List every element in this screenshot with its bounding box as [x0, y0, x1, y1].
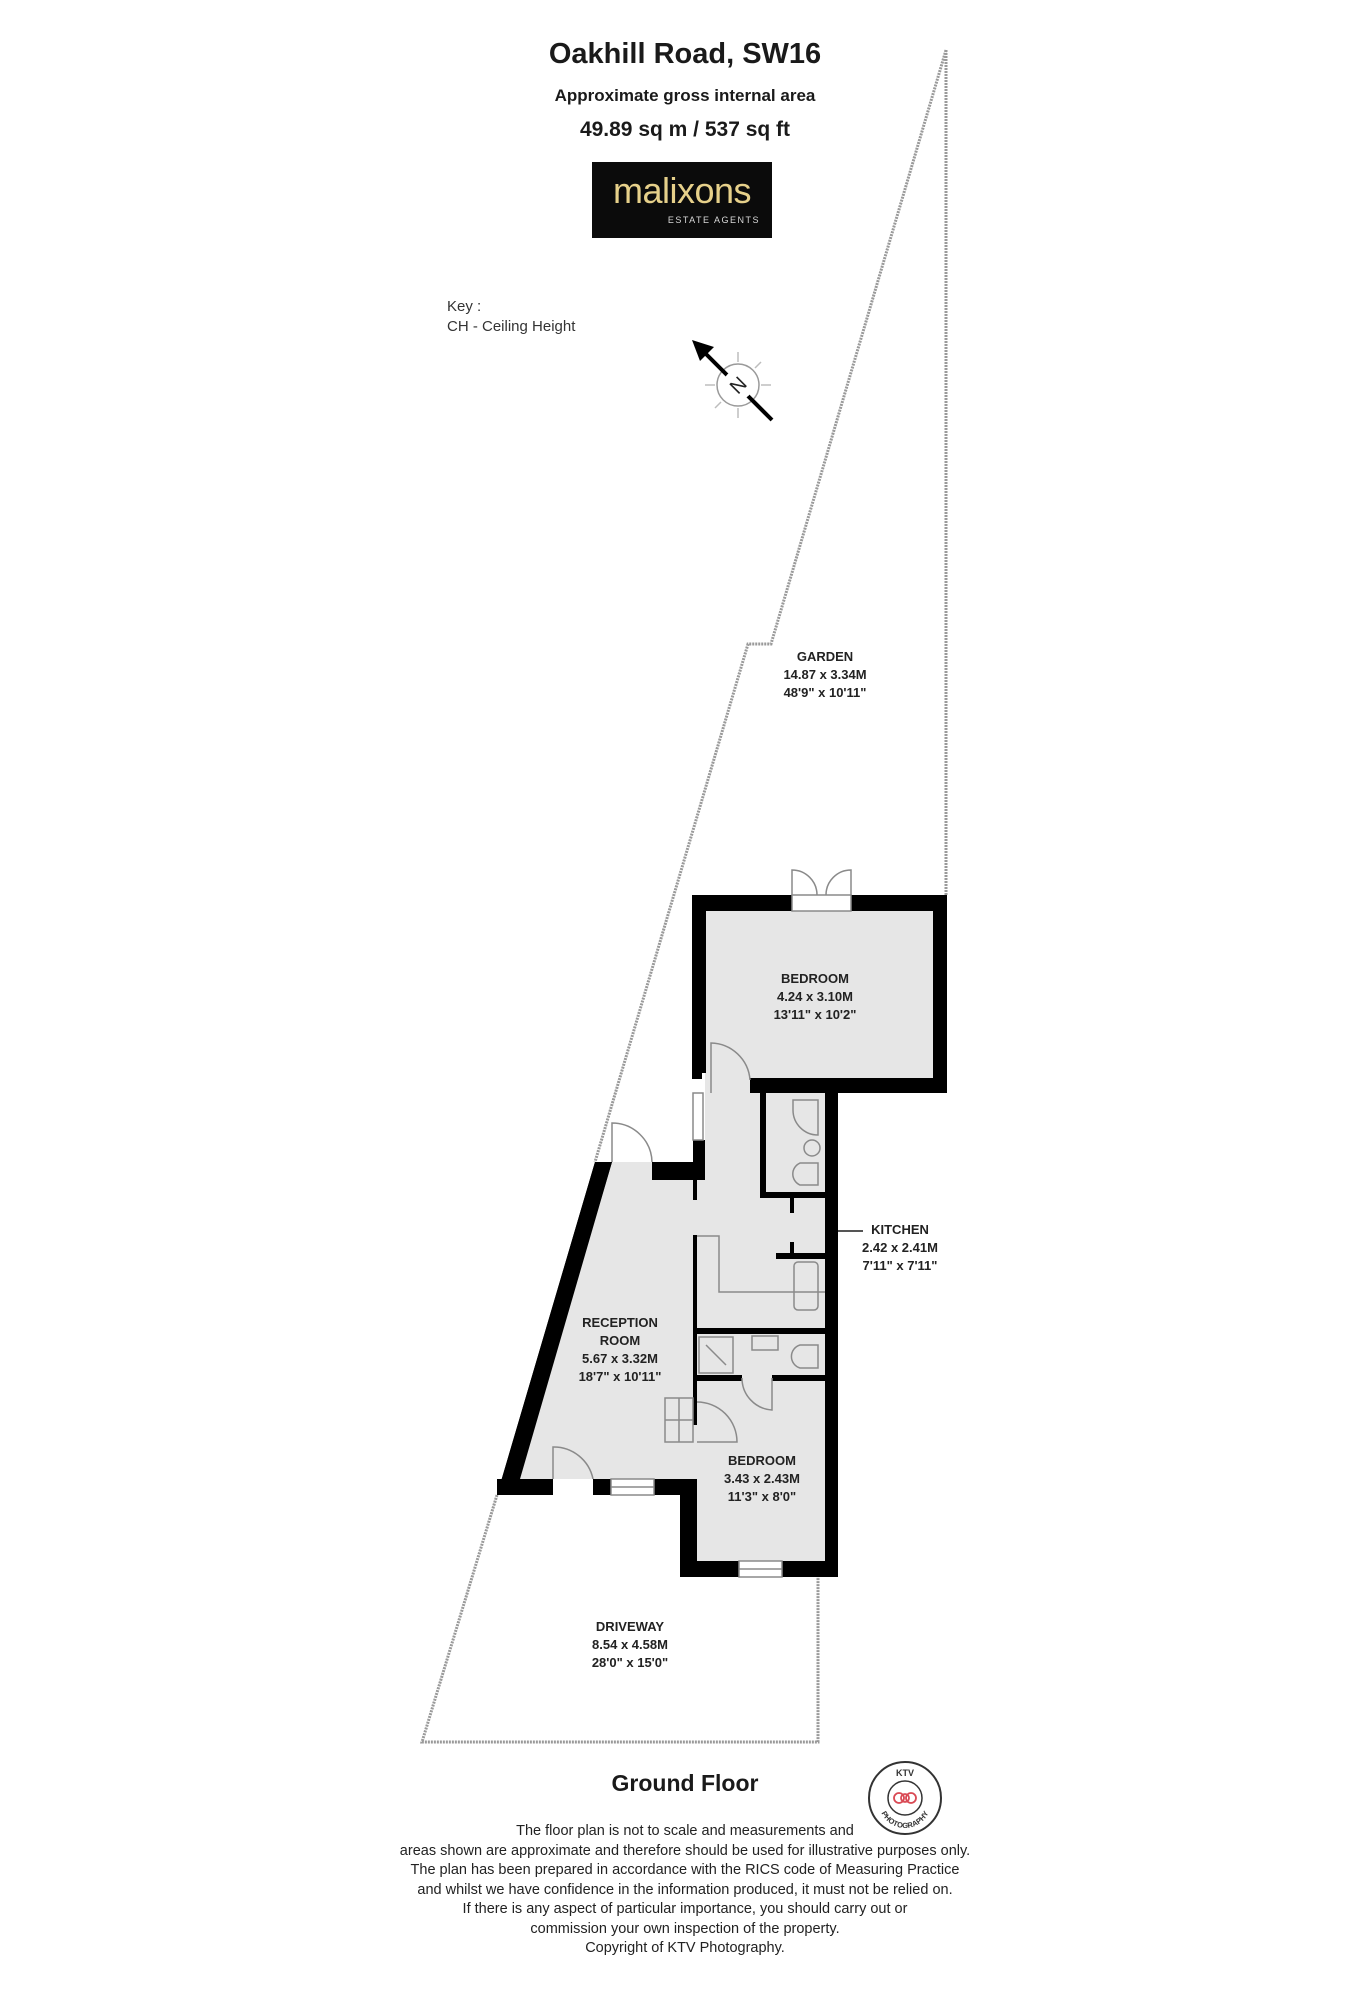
stamp-top-text: KTV [896, 1768, 914, 1778]
gross-area-value: 49.89 sq m / 537 sq ft [579, 118, 791, 141]
room-size-metric: 3.43 x 2.43M [724, 1471, 800, 1486]
room-size-metric: 8.54 x 4.58M [592, 1637, 668, 1652]
room-size-imperial: 7'11" x 7'11" [862, 1258, 938, 1273]
room-name: BEDROOM [781, 971, 849, 986]
room-size-imperial: 18'7" x 10'11" [578, 1369, 662, 1384]
agent-logo: malixons ESTATE AGENTS [592, 162, 772, 238]
kitchen-leader-line [838, 1230, 863, 1232]
logo-tagline: ESTATE AGENTS [667, 215, 760, 225]
north-arrow-icon: N [692, 340, 774, 422]
room-name: DRIVEWAY [595, 1619, 665, 1634]
room-label-bedroom-lower: BEDROOM 3.43 x 2.43M 11'3" x 8'0" [697, 1452, 827, 1506]
key-item: CH - Ceiling Height [447, 318, 576, 335]
room-name: GARDEN [796, 649, 854, 664]
plan-title: Oakhill Road, SW16 [548, 38, 822, 70]
room-size-metric: 14.87 x 3.34M [783, 667, 867, 682]
room-label-garden: GARDEN 14.87 x 3.34M 48'9" x 10'11" [740, 648, 910, 702]
disclaimer: The floor plan is not to scale and measu… [300, 1822, 1070, 1959]
disclaimer-line: commission your own inspection of the pr… [530, 1920, 840, 1937]
room-label-reception: RECEPTION ROOM 5.67 x 3.32M 18'7" x 10'1… [560, 1314, 680, 1386]
logo-brand: malixons [612, 170, 752, 211]
walls [497, 895, 947, 1577]
legend-key: Key : CH - Ceiling Height [447, 297, 575, 337]
room-label-driveway: DRIVEWAY 8.54 x 4.58M 28'0" x 15'0" [565, 1618, 695, 1672]
room-name: RECEPTION [582, 1315, 658, 1330]
ktv-photography-stamp-icon: KTV PHOTOGRAPHY [868, 1761, 942, 1835]
floor-label: Ground Floor [611, 1770, 759, 1796]
room-label-bedroom-upper: BEDROOM 4.24 x 3.10M 13'11" x 10'2" [735, 970, 895, 1024]
disclaimer-line: and whilst we have confidence in the inf… [417, 1881, 953, 1898]
disclaimer-line: The floor plan is not to scale and measu… [516, 1823, 854, 1839]
room-size-imperial: 48'9" x 10'11" [783, 685, 867, 700]
room-size-metric: 4.24 x 3.10M [777, 989, 853, 1004]
openings [552, 869, 852, 1578]
room-name: KITCHEN [871, 1222, 929, 1237]
room-size-imperial: 28'0" x 15'0" [591, 1655, 669, 1670]
room-floors [518, 910, 933, 1561]
room-size-metric: 2.42 x 2.41M [862, 1240, 938, 1255]
room-name: BEDROOM [728, 1453, 796, 1468]
room-size-metric: 5.67 x 3.32M [582, 1351, 658, 1366]
site-boundary [419, 49, 948, 1744]
room-size-imperial: 13'11" x 10'2" [773, 1007, 857, 1022]
disclaimer-line: If there is any aspect of particular imp… [462, 1901, 908, 1917]
disclaimer-line: areas shown are approximate and therefor… [399, 1842, 971, 1859]
disclaimer-line: The plan has been prepared in accordance… [410, 1862, 960, 1878]
room-label-kitchen: KITCHEN 2.42 x 2.41M 7'11" x 7'11" [845, 1221, 955, 1275]
disclaimer-line: Copyright of KTV Photography. [585, 1940, 785, 1956]
room-name-line2: ROOM [599, 1333, 641, 1348]
area-subtitle: Approximate gross internal area [554, 86, 816, 105]
key-heading: Key : [447, 298, 482, 315]
room-size-imperial: 11'3" x 8'0" [727, 1489, 797, 1504]
